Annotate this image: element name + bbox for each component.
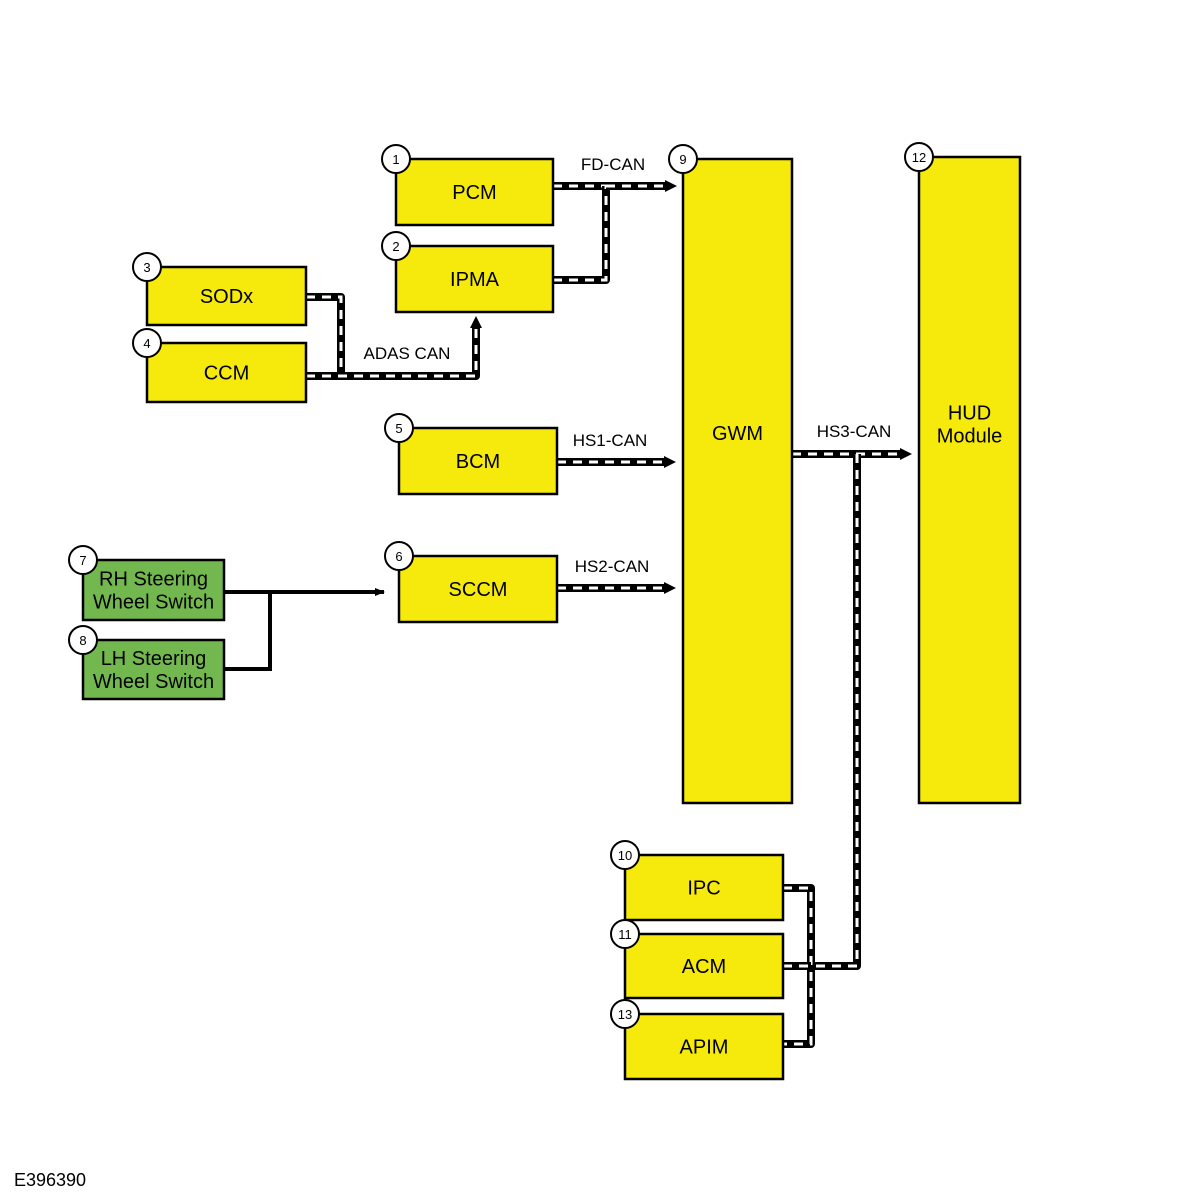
module-label: PCM [452,182,496,204]
bus-label-fd-can: FD-CAN [581,155,645,174]
module-acm: ACM 11 [610,919,785,1000]
module-number-badge [132,328,162,358]
module-number: 11 [618,927,632,942]
hs3-can-sub-bus-wire-dash [783,886,813,1046]
module-box [397,554,559,624]
adas-can-sodx-wire-outer [306,293,345,376]
module-number-badge [610,999,640,1029]
figure-id: E396390 [14,1170,87,1190]
module-number: 8 [79,633,86,648]
module-ccm: CCM 4 [132,328,308,404]
module-number: 12 [912,150,926,165]
module-number: 13 [618,1007,632,1022]
module-number: 4 [143,336,150,351]
module-number: 6 [395,549,402,564]
module-label: APIM [680,1037,729,1059]
module-box [145,265,308,327]
module-box [623,853,785,922]
module-label: SODx [200,286,253,308]
module-number: 9 [679,152,686,167]
fd-can-ipma-wire-outer [553,186,610,284]
module-number-badge [384,413,414,443]
module-label: HUD [948,403,991,425]
hs3-can-branch-wire-dash [811,454,859,968]
module-label: ACM [682,956,726,978]
module-gwm: GWM 9 [668,144,794,805]
module-number: 10 [618,848,632,863]
module-label: GWM [712,423,763,445]
module-label: Module [937,426,1003,448]
module-box [623,1012,785,1081]
module-number-badge [904,142,934,172]
module-number: 7 [79,553,86,568]
adas-can-ccm-wire-dash [306,328,478,378]
lh-switch-hardwire [224,592,272,671]
module-label: RH Steering [99,569,208,591]
module-label: IPMA [450,269,500,291]
module-number-badge [610,919,640,949]
module-ipc: IPC 10 [610,840,785,922]
wires [224,180,912,1048]
module-number-badge [68,625,98,655]
fd-can-ipma-wire-dash [553,186,608,282]
bus-labels: FD-CAN ADAS CAN HS1-CAN HS2-CAN HS3-CAN [364,155,892,576]
module-number-badge [132,252,162,282]
hs2-can-wire-arrowhead [664,582,676,594]
module-number-badge [68,545,98,575]
fd-can-trunk-wire-arrowhead [665,180,677,192]
module-number-badge [668,144,698,174]
module-box [681,157,794,805]
module-number-badge [381,144,411,174]
module-number: 1 [392,152,399,167]
bus-label-hs2-can: HS2-CAN [575,557,650,576]
hs3-can-trunk-wire-arrowhead [900,448,912,460]
bus-label-hs3-can: HS3-CAN [817,422,892,441]
module-box [145,341,308,404]
module-number: 2 [392,239,399,254]
module-label: SCCM [449,579,508,601]
module-number-badge [610,840,640,870]
module-number-badge [384,541,414,571]
module-number-badge [381,231,411,261]
module-box [81,638,226,701]
module-box [623,932,785,1000]
bus-label-adas-can: ADAS CAN [364,344,451,363]
module-label: BCM [456,451,500,473]
module-box [397,426,559,496]
bus-label-hs1-can: HS1-CAN [573,431,648,450]
module-label: IPC [687,878,720,900]
module-label: Wheel Switch [93,592,214,614]
hs3-can-branch-wire-outer [811,454,861,970]
module-sodx: SODx 3 [132,252,308,327]
module-label: Wheel Switch [93,671,214,693]
module-box [81,558,226,622]
module-number: 3 [143,260,150,275]
module-label: LH Steering [101,648,207,670]
module-bcm: BCM 5 [384,413,559,496]
module-sccm: SCCM 6 [384,541,559,624]
module-box [394,157,555,227]
adas-can-sodx-wire-dash [306,295,343,376]
module-ipma: IPMA 2 [381,231,555,314]
hs1-can-wire-arrowhead [664,456,676,468]
module-apim: APIM 13 [610,999,785,1081]
module-label: CCM [204,363,250,385]
adas-can-ccm-wire-arrowhead [470,316,482,328]
module-box [394,244,555,314]
module-pcm: PCM 1 [381,144,555,227]
module-number: 5 [395,421,402,436]
module-box [917,155,1022,805]
